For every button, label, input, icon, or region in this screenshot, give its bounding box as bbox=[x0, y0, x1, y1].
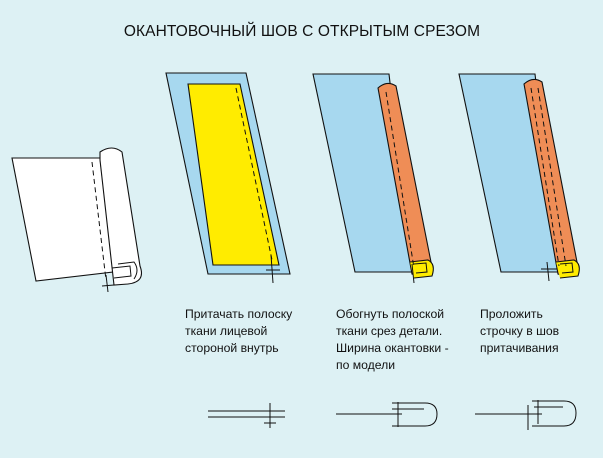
caption-step-1-line-2: ткани лицевой bbox=[185, 324, 267, 338]
caption-step-2-line-1: Обогнуть полоской bbox=[336, 307, 444, 321]
strip-face bbox=[187, 83, 280, 266]
needle-bar bbox=[101, 284, 115, 287]
figure-initial-fabric bbox=[11, 147, 143, 293]
diagram-title: ОКАНТОВОЧНЫЙ ШОВ С ОТКРЫТЫМ СРЕЗОМ bbox=[124, 22, 480, 40]
caption-step-1-line-1: Притачать полоску bbox=[185, 307, 293, 321]
needle-mark bbox=[105, 274, 109, 293]
figure-step-3 bbox=[458, 73, 580, 282]
rolled-edge-inner-2 bbox=[117, 261, 138, 280]
caption-step-3-line-1: Проложить bbox=[480, 307, 543, 321]
caption-step-2: Обогнуть полоской ткани срез детали. Шир… bbox=[336, 307, 452, 372]
fabric-outline bbox=[11, 157, 114, 282]
caption-step-1: Притачать полоску ткани лицевой стороной… bbox=[185, 307, 296, 355]
caption-step-3: Проложить строчку в шов притачивания bbox=[480, 307, 563, 355]
section-binding bbox=[532, 400, 577, 427]
fold-edge bbox=[409, 259, 434, 279]
caption-step-2-line-2: ткани срез детали. bbox=[336, 324, 442, 338]
stitch-line bbox=[530, 87, 560, 267]
needle-mark bbox=[546, 261, 550, 282]
fold-edge-inner bbox=[559, 262, 574, 274]
rolled-edge bbox=[99, 147, 143, 286]
caption-step-1-line-3: стороной внутрь bbox=[185, 341, 279, 355]
section-binding bbox=[392, 402, 438, 427]
stitch-line-2 bbox=[537, 87, 567, 267]
stitch-line bbox=[385, 91, 415, 269]
figure-step-2 bbox=[312, 73, 434, 284]
needle-mark bbox=[270, 254, 274, 284]
section-step-2 bbox=[336, 402, 438, 427]
stitch-line bbox=[235, 87, 273, 261]
caption-step-2-line-4: по модели bbox=[336, 358, 395, 372]
caption-step-3-line-2: строчку в шов bbox=[480, 324, 559, 338]
fold-edge bbox=[555, 259, 580, 279]
caption-step-3-line-3: притачивания bbox=[480, 341, 559, 355]
needle-mark bbox=[411, 263, 415, 284]
fold-edge-inner bbox=[413, 262, 428, 274]
stitch-line bbox=[91, 161, 107, 281]
caption-step-2-line-3: Ширина окантовки - bbox=[336, 341, 449, 355]
section-step-1 bbox=[208, 403, 285, 428]
rolled-edge-inner bbox=[111, 265, 132, 279]
figure-step-1 bbox=[165, 72, 291, 284]
section-step-3 bbox=[475, 400, 577, 430]
